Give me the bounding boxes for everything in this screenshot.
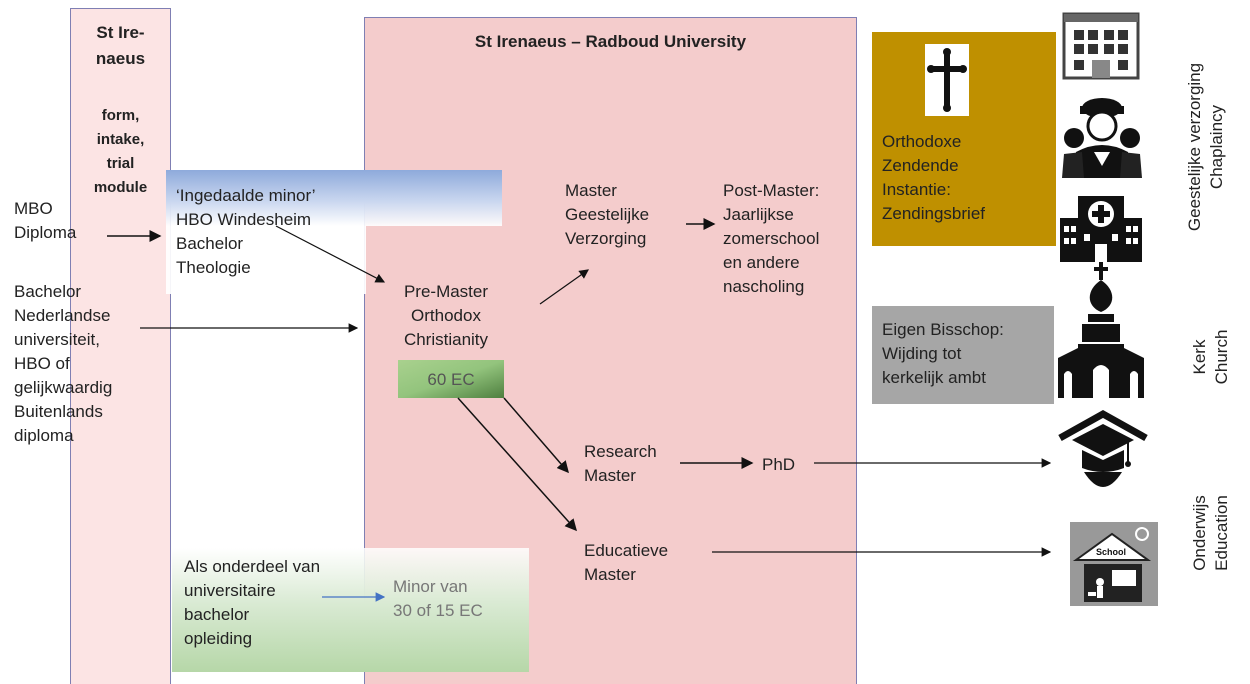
church-icon (1058, 262, 1144, 403)
ec-60-label: 60 EC (427, 370, 475, 389)
eigen-bisschop-box (872, 306, 1054, 404)
master-gv-label: Master Geestelijke Verzorging (565, 181, 650, 248)
arrow-ec-to-educatieve (457, 397, 577, 532)
radboud-title: St Irenaeus – Radboud University (474, 32, 747, 51)
st-irenaeus-subtitle: form, intake, trial module (93, 107, 148, 196)
school-icon (1070, 520, 1158, 611)
graduation-cap-icon (1058, 409, 1148, 505)
cross-icon (925, 44, 969, 121)
ingedaalde-minor-fade (166, 226, 366, 294)
orthodoxe-zendende-text: Orthodoxe Zendende Instantie: Zendingsbr… (882, 132, 986, 223)
school-sign: School (1096, 547, 1127, 557)
phd-label: PhD (762, 455, 796, 474)
arrow-minor-to-premaster (275, 225, 386, 283)
ingedaalde-minor-text: ‘Ingedaalde minor’ HBO Windesheim Bachel… (176, 186, 316, 277)
educatieve-master-label: Educatieve Master (584, 541, 669, 584)
soldiers-icon (1062, 94, 1142, 183)
minor-van-label: Minor van 30 of 15 EC (393, 577, 483, 620)
ec-60-box (398, 360, 504, 398)
research-master-label: Research Master (584, 442, 657, 485)
arrow-ec-to-research (503, 397, 569, 474)
st-irenaeus-column (70, 8, 171, 684)
ingedaalde-minor-box (166, 170, 502, 226)
st-irenaeus-title: St Ire- naeus (95, 23, 146, 68)
bachelor-input-label: Bachelor Nederlandse universiteit, HBO o… (14, 282, 113, 445)
eigen-bisschop-text: Eigen Bisschop: Wijding tot kerkelijk am… (882, 320, 1004, 387)
mbo-diploma-label: MBO Diploma (14, 199, 77, 242)
bachelor-opleiding-text: Als onderdeel van universitaire bachelor… (184, 557, 321, 648)
postmaster-label: Post-Master: Jaarlijkse zomerschool en a… (723, 181, 820, 296)
hospital-icon (1060, 192, 1142, 267)
arrow-premaster-to-master (539, 269, 589, 305)
premaster-label: Pre-Master Orthodox Christianity (403, 282, 489, 349)
hospital-building-icon (1062, 10, 1140, 85)
bachelor-opleiding-box (172, 548, 529, 672)
